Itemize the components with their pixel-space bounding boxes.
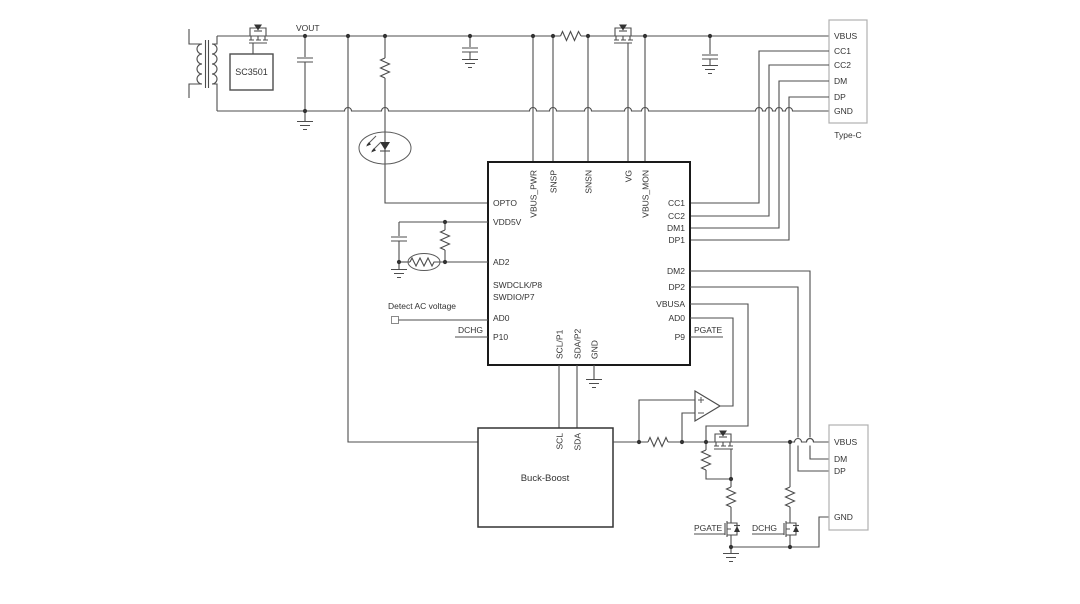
ad0-right-wire: [690, 317, 734, 407]
sc3501-box: [229, 53, 274, 91]
ic-pin-vbus-pwr: VBUS_PWR: [529, 170, 539, 218]
vbus-pass-mosfet-icon: [714, 430, 733, 479]
pgate-net-label-right: PGATE: [694, 325, 723, 335]
ic-pin-opto: OPTO: [493, 198, 517, 208]
vout-rail-wire: [217, 30, 829, 42]
buck-boost-label: Buck-Boost: [521, 473, 570, 484]
usb-connector-box: [828, 424, 869, 531]
dp1-wire: [690, 96, 829, 241]
current-sense-opamp-icon: [638, 389, 722, 442]
ic-pin-sda: SDA/P2: [573, 328, 583, 359]
flyback-transformer-icon: [188, 29, 218, 111]
ic-pin-ad2: AD2: [493, 257, 510, 267]
usb-pin-dm: DM: [834, 454, 847, 464]
typec-pin-cc2: CC2: [834, 60, 851, 70]
typec-connector-label: Type-C: [834, 130, 861, 140]
typec-pin-dm: DM: [834, 76, 847, 86]
ac-detect-terminal-icon: [391, 316, 399, 324]
buck-boost-box: [477, 427, 614, 528]
buck-boost-pin-scl: SCL: [555, 433, 565, 450]
ic-pin-cc2: CC2: [668, 211, 685, 221]
usb-pin-gnd: GND: [834, 512, 853, 522]
ic-pin-swdio: SWDIO/P7: [493, 292, 535, 302]
optocoupler-icon: [358, 131, 412, 165]
ic-pin-cc1: CC1: [668, 198, 685, 208]
usb-pin-dp: DP: [834, 466, 846, 476]
ic-pin-gnd: GND: [590, 340, 600, 359]
ic-pin-dp1: DP1: [668, 235, 685, 245]
vout-to-buckboost-wire: [347, 36, 478, 443]
ic-pin-vg: VG: [624, 170, 634, 182]
typec-connector-box: [828, 19, 868, 124]
sc3501-label: SC3501: [235, 67, 268, 77]
junction-dots: [302, 33, 793, 550]
optocoupler-branch: [358, 36, 488, 204]
ic-pin-swdclk: SWDCLK/P8: [493, 280, 542, 290]
pgate-net-label-bottom: PGATE: [694, 523, 723, 533]
buck-boost-pin-sda: SDA: [573, 433, 583, 451]
dchg-net-label-left: DCHG: [458, 325, 483, 335]
pass-fet-gate-resistors: [700, 442, 737, 518]
typec-pin-vbus: VBUS: [834, 31, 857, 41]
ic-pin-dm1: DM1: [667, 223, 685, 233]
dm1-wire: [690, 80, 829, 229]
dp2-wire: [690, 286, 829, 472]
ic-pin-snsp: SNSP: [549, 170, 559, 193]
vout-label: VOUT: [296, 23, 320, 33]
vbus-output-line: [613, 436, 829, 448]
detect-ac-voltage-label: Detect AC voltage: [388, 301, 456, 311]
ic-pin-dm2: DM2: [667, 266, 685, 276]
vbus-switch-mosfet-icon: [614, 24, 633, 44]
ic-pin-ad0-right: AD0: [668, 313, 685, 323]
dchg-net-label-bottom: DCHG: [752, 523, 777, 533]
ic-pin-vdd5v: VDD5V: [493, 217, 522, 227]
sync-rectifier-mosfet-icon: [249, 24, 268, 54]
cc2-wire: [690, 64, 829, 217]
bottom-gnd-rail: [723, 516, 829, 563]
typec-pin-dp: DP: [834, 92, 846, 102]
ic-pin-p9: P9: [675, 332, 686, 342]
ic-pin-vbusa: VBUSA: [656, 299, 685, 309]
ic-pin-snsn: SNSN: [584, 170, 594, 194]
usb-pin-vbus: VBUS: [834, 437, 857, 447]
ic-pin-ad0-left: AD0: [493, 313, 510, 323]
typec-pin-gnd: GND: [834, 106, 853, 116]
typec-pin-cc1: CC1: [834, 46, 851, 56]
ic-pin-dp2: DP2: [668, 282, 685, 292]
main-ic-box: [487, 161, 691, 366]
dchg-mosfet-icon: [783, 518, 799, 547]
ic-gnd-symbol: [586, 365, 602, 389]
thermistor-icon: [407, 253, 441, 271]
vout-capacitor-icon: [297, 36, 313, 131]
discharge-branch: [784, 442, 796, 518]
cc1-wire: [690, 50, 829, 204]
ic-pin-scl: SCL/P1: [555, 329, 565, 359]
ic-pin-p10: P10: [493, 332, 508, 342]
ic-pin-vbus-mon: VBUS_MON: [641, 170, 651, 218]
bulk-capacitor-icon: [462, 36, 478, 69]
typec-vbus-capacitor-icon: [702, 36, 718, 75]
vbusa-wire: [690, 303, 749, 442]
pgate-mosfet-icon: [724, 518, 740, 547]
